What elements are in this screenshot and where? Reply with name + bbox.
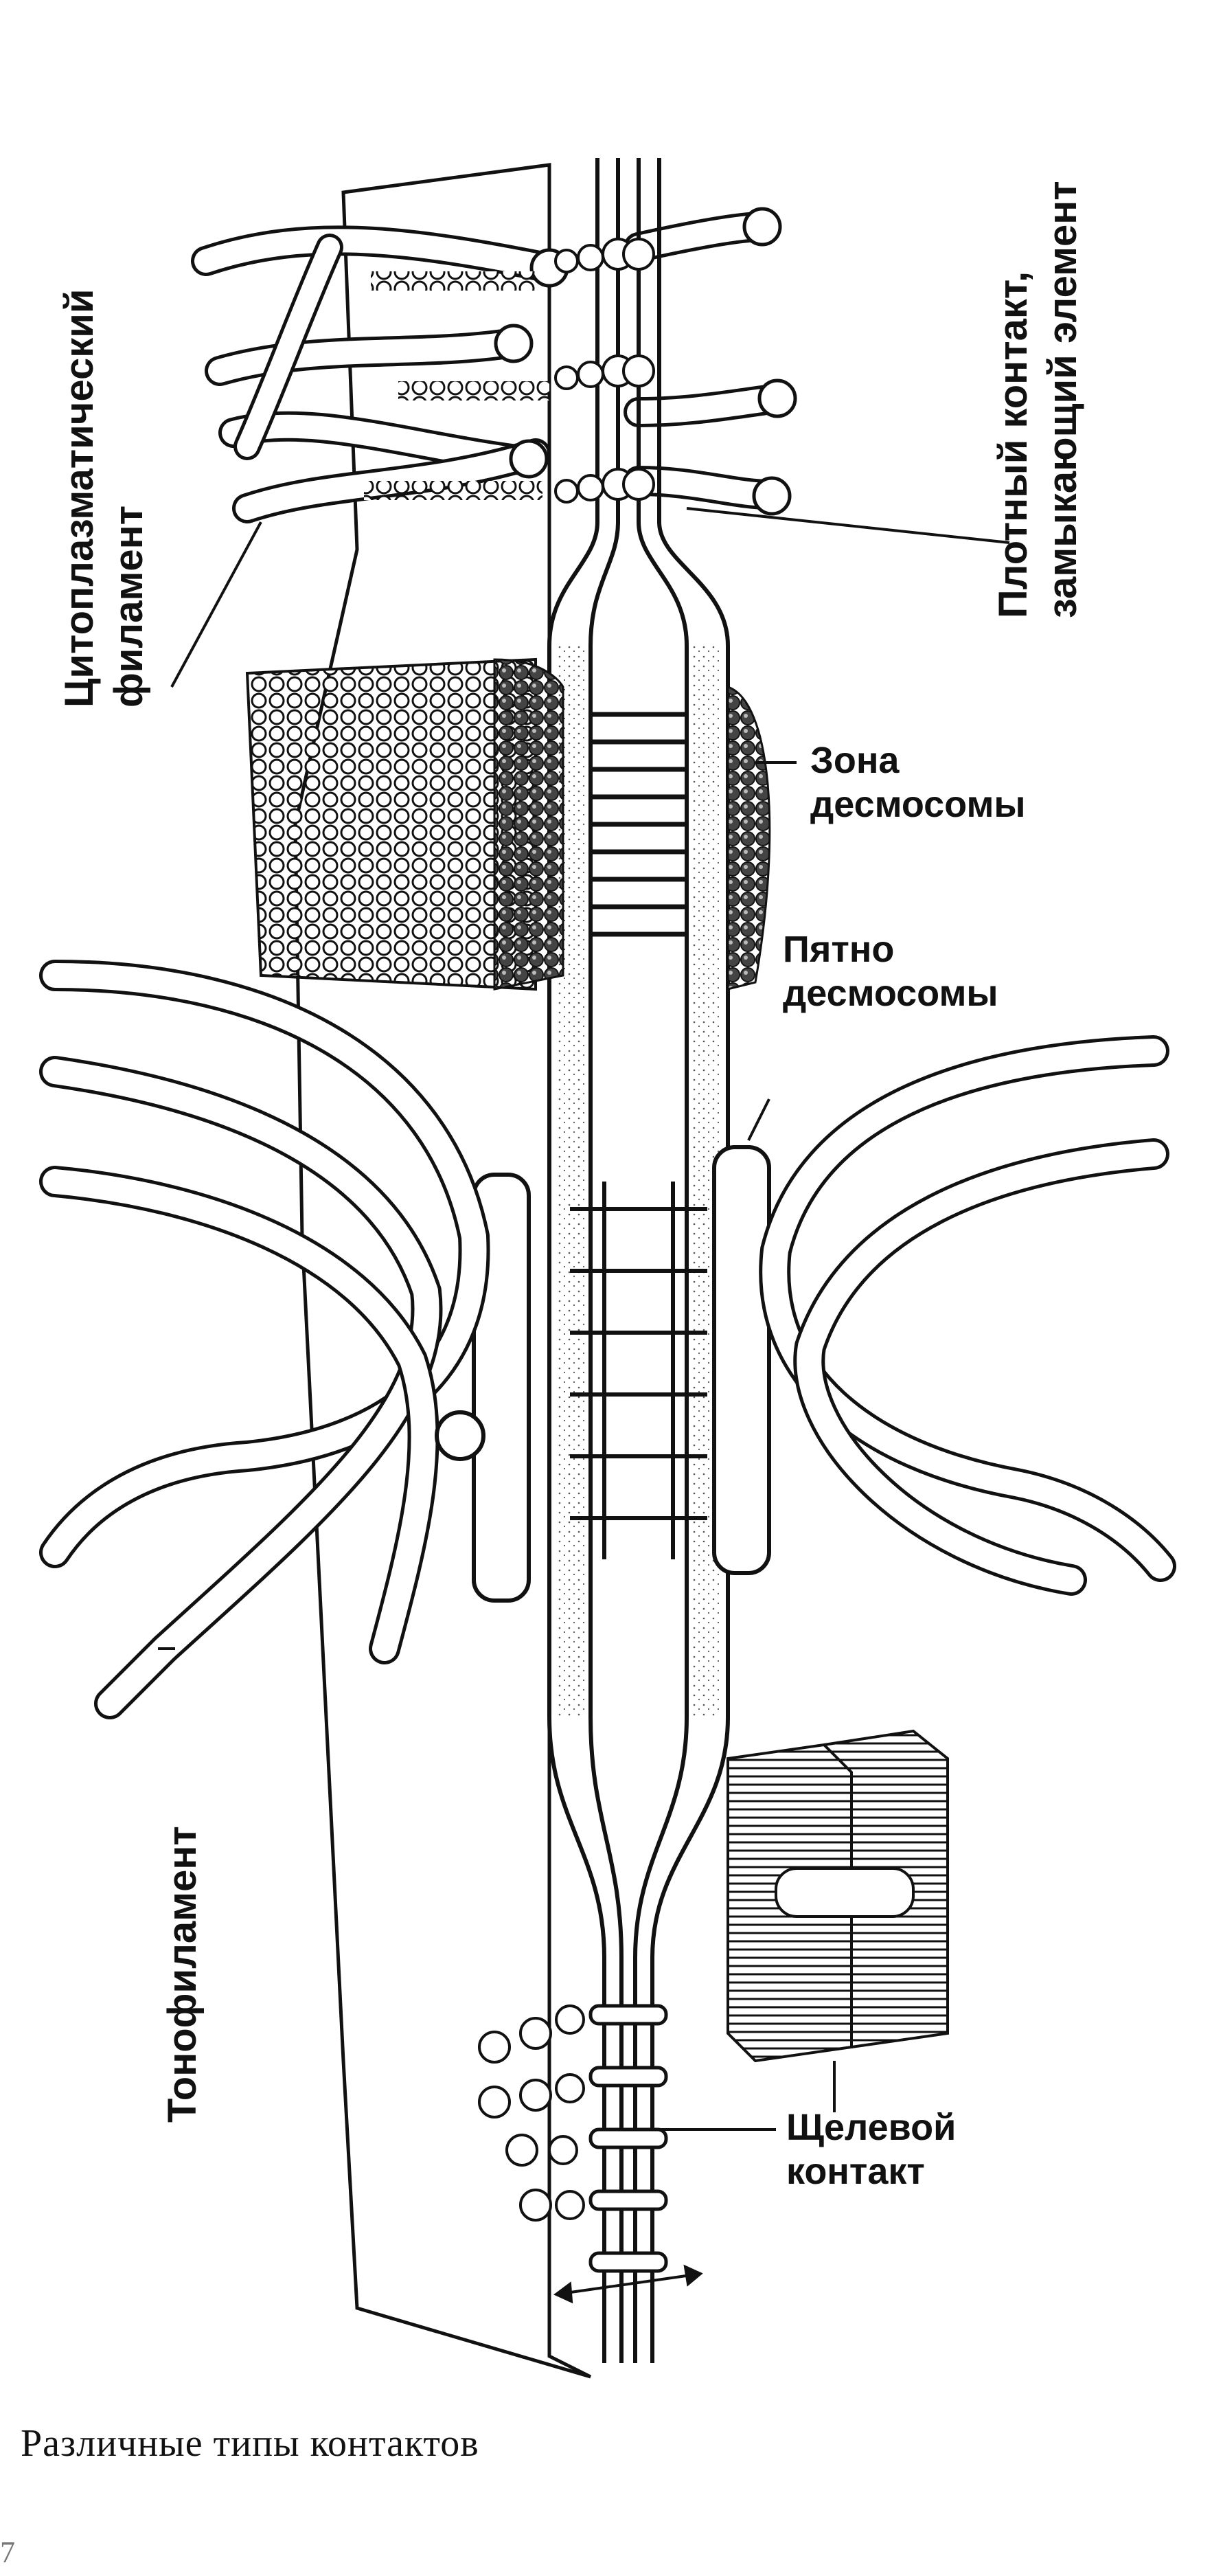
connexon-rosettes (478, 2004, 585, 2222)
label-tonofilament: Тонофиламент (158, 1826, 207, 2123)
page-number: 7 (0, 2535, 15, 2569)
gap-junction-inset (727, 1729, 949, 2063)
label-desmosome-spot-line2: десмосомы (783, 973, 998, 1014)
adherens-linkers (591, 712, 687, 937)
figure-caption: Различные типы контактов (21, 2422, 479, 2465)
tight-junction-strands (554, 238, 655, 504)
gap-junction-connexons (588, 2004, 668, 2273)
label-tonofilament-text: Тонофиламент (160, 1826, 205, 2123)
filament-end-knobs (494, 207, 797, 516)
label-gap-junction-line1: Щелевой (786, 2107, 957, 2148)
label-cytoplasmic-filament-line2: филамент (106, 505, 151, 708)
label-desmosome-zone-line2: десмосомы (810, 784, 1026, 825)
tonofilament-end-knob (435, 1410, 485, 1461)
cell-membranes (547, 158, 730, 2363)
double-arrow (553, 2264, 703, 2304)
desmosome-plaques (472, 1145, 771, 1603)
label-desmosome-spot: Пятно десмосомы (783, 927, 998, 1015)
label-tight-junction: Плотный контакт, замыкающий элемент (989, 181, 1088, 618)
label-desmosome-spot-line1: Пятно (783, 929, 895, 970)
label-gap-junction-line2: контакт (786, 2151, 925, 2192)
desmosome-linkers (570, 1182, 707, 1559)
label-tight-junction-line2: замыкающий элемент (1040, 181, 1085, 618)
label-gap-junction: Щелевой контакт (786, 2105, 956, 2193)
label-cytoplasmic-filament: Цитоплазматический филамент (55, 289, 154, 708)
label-cytoplasmic-filament-line1: Цитоплазматический (57, 289, 102, 708)
label-tight-junction-line1: Плотный контакт, (991, 271, 1036, 618)
tonofilaments (39, 960, 1176, 1719)
adherens-zone-bundle (245, 657, 771, 991)
label-desmosome-zone-line1: Зона (810, 740, 900, 781)
label-desmosome-zone: Зона десмосомы (810, 738, 1026, 826)
leader-lines (158, 507, 1010, 2131)
bead-chains (364, 271, 549, 500)
